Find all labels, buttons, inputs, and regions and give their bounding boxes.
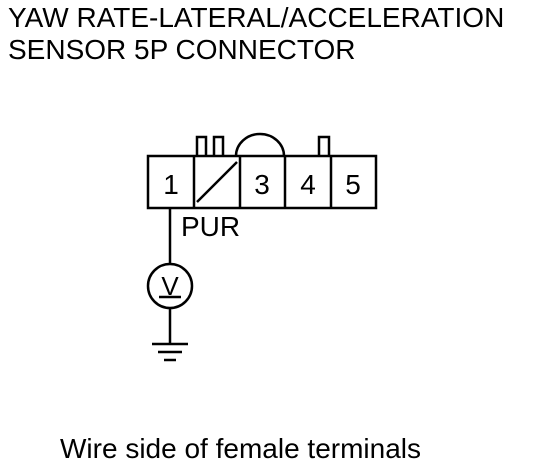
connector-view-caption: Wire side of female terminals bbox=[60, 433, 422, 464]
connector-body bbox=[146, 154, 378, 210]
unused-cavity-slash bbox=[196, 161, 238, 203]
wire-color-label: PUR bbox=[181, 211, 240, 242]
connector-lock-tab bbox=[195, 135, 208, 156]
terminal-3-label: 3 bbox=[254, 169, 270, 200]
connector-lock-tab bbox=[212, 135, 225, 156]
terminal-1-label: 1 bbox=[163, 169, 179, 200]
voltmeter-symbol: V bbox=[161, 271, 179, 301]
terminal-5-label: 5 bbox=[345, 169, 361, 200]
title-line-2: SENSOR 5P CONNECTOR bbox=[8, 34, 356, 65]
title-line-1: YAW RATE-LATERAL/ACCELERATION bbox=[8, 2, 505, 33]
connector-key-dome bbox=[234, 132, 286, 157]
terminal-4-label: 4 bbox=[300, 169, 316, 200]
connector-lock-tab bbox=[317, 135, 331, 156]
diagram-title: YAW RATE-LATERAL/ACCELERATION SENSOR 5P … bbox=[8, 2, 504, 66]
